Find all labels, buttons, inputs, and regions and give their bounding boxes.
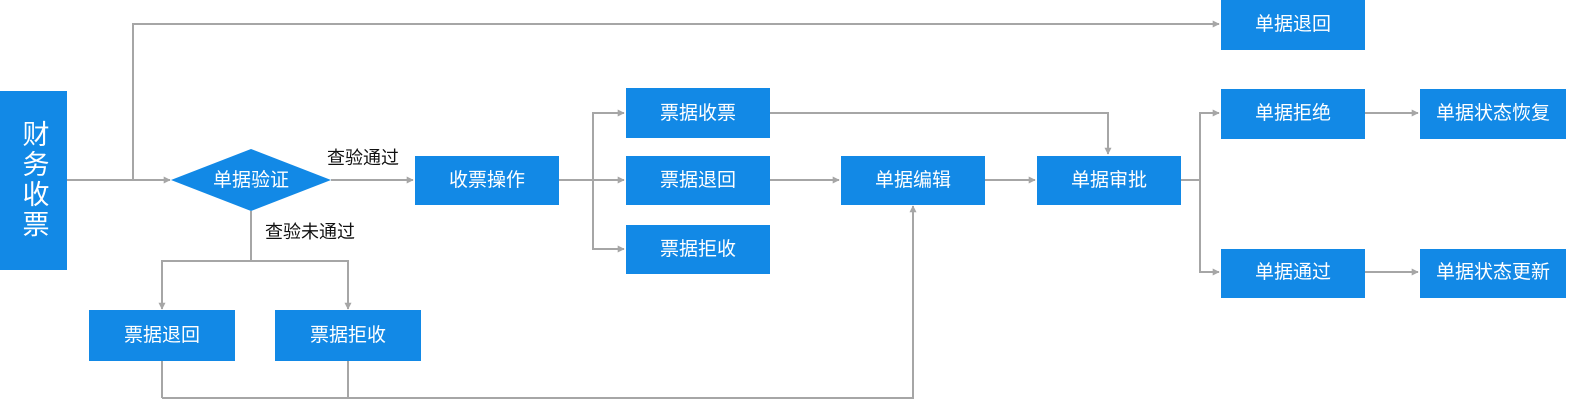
- edge-verify-fail-to-reject: [251, 260, 352, 310]
- node-invoice-return-low-label: 票据退回: [124, 324, 200, 346]
- node-invoice-reject-low-label: 票据拒收: [310, 324, 386, 346]
- edge-approve-to-reject: [1199, 109, 1220, 180]
- node-invoice-accept-label: 票据收票: [660, 102, 736, 124]
- edge-start-to-doc-return: [132, 20, 1220, 180]
- node-doc-pass: 单据通过: [1221, 249, 1365, 298]
- node-collect-op: 收票操作: [415, 156, 559, 205]
- node-invoice-reject-mid: 票据拒收: [626, 225, 770, 274]
- node-doc-approve: 单据审批: [1037, 156, 1181, 205]
- node-verify-label: 单据验证: [213, 169, 289, 191]
- node-start: 财务收票: [0, 91, 67, 270]
- node-status-restore-label: 单据状态恢复: [1436, 102, 1550, 124]
- edge-collect-to-reject: [592, 180, 625, 253]
- node-verify-decision: 单据验证: [171, 149, 331, 211]
- node-status-update: 单据状态更新: [1420, 249, 1566, 298]
- node-doc-approve-label: 单据审批: [1071, 169, 1147, 191]
- node-start-label: 财务收票: [18, 120, 50, 240]
- node-doc-edit: 单据编辑: [841, 156, 985, 205]
- edge-approve-to-pass: [1199, 180, 1220, 276]
- node-status-update-label: 单据状态更新: [1436, 261, 1550, 283]
- edge-collect-to-accept: [592, 109, 625, 180]
- node-invoice-reject-low: 票据拒收: [275, 310, 421, 361]
- node-doc-reject: 单据拒绝: [1221, 89, 1365, 139]
- node-doc-return: 单据退回: [1221, 0, 1365, 50]
- node-doc-pass-label: 单据通过: [1255, 261, 1331, 283]
- node-invoice-reject-mid-label: 票据拒收: [660, 238, 736, 260]
- label-verify-fail: 查验未通过: [265, 222, 355, 243]
- node-invoice-accept: 票据收票: [626, 88, 770, 138]
- node-invoice-return-mid: 票据退回: [626, 156, 770, 205]
- node-doc-return-label: 单据退回: [1255, 13, 1331, 35]
- node-invoice-return-mid-label: 票据退回: [660, 169, 736, 191]
- node-collect-op-label: 收票操作: [449, 169, 525, 191]
- edge-accept-to-approve: [770, 112, 1112, 155]
- node-invoice-return-low: 票据退回: [89, 310, 235, 361]
- edge-verify-fail-to-return: [158, 260, 251, 310]
- node-doc-edit-label: 单据编辑: [875, 169, 951, 191]
- node-doc-reject-label: 单据拒绝: [1255, 102, 1331, 124]
- node-status-restore: 单据状态恢复: [1420, 89, 1566, 139]
- label-verify-pass: 查验通过: [327, 148, 399, 169]
- edge-low-to-doc-edit: [162, 206, 913, 399]
